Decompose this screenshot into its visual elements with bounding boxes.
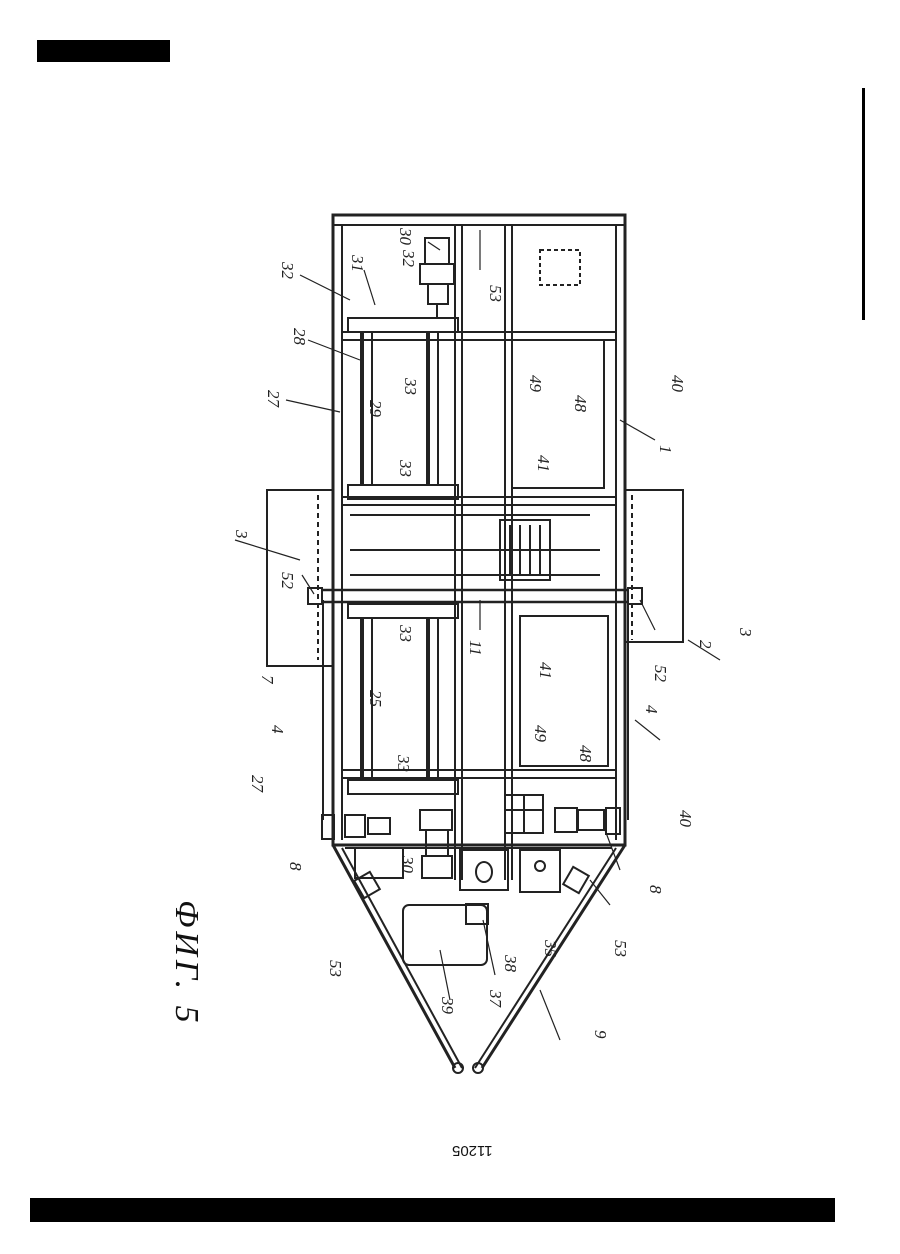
ref-32: 32 <box>399 249 418 268</box>
ref-9: 9 <box>591 1030 610 1039</box>
ref-37: 37 <box>486 989 505 1009</box>
ref-32: 32 <box>278 261 297 280</box>
ref-1: 1 <box>656 445 675 454</box>
ref-8: 8 <box>286 862 305 871</box>
fuel-tank <box>403 905 487 965</box>
wheel-right <box>625 490 683 642</box>
leader-lines <box>235 230 720 1040</box>
ref-40: 40 <box>676 810 695 828</box>
ref-49: 49 <box>526 375 545 393</box>
ref-48: 48 <box>576 745 595 763</box>
ref-40: 40 <box>668 375 687 393</box>
ref-39: 39 <box>438 996 457 1015</box>
ref-35: 35 <box>541 939 560 957</box>
ref-28: 28 <box>290 328 309 346</box>
ref-41: 41 <box>534 455 553 472</box>
ref-29: 29 <box>366 400 385 418</box>
ref-30: 30 <box>396 227 415 246</box>
ref-49: 49 <box>531 725 550 743</box>
ref-41: 41 <box>536 662 555 679</box>
ref-4: 4 <box>268 725 287 734</box>
battery-box <box>355 848 403 878</box>
compartment-upper <box>512 340 604 488</box>
ref-33: 33 <box>396 459 415 477</box>
page-number: 11205 <box>452 1142 493 1159</box>
ref-52: 52 <box>651 665 670 683</box>
ref-33: 33 <box>396 624 415 642</box>
ref-25: 25 <box>366 690 385 707</box>
ref-30: 30 <box>398 855 417 874</box>
ref-53: 53 <box>486 285 505 302</box>
ref-53: 53 <box>326 960 345 977</box>
ref-31: 31 <box>348 254 367 272</box>
ref-4: 4 <box>642 705 661 714</box>
compartment-lower <box>520 616 608 766</box>
jack-right <box>555 808 620 834</box>
ref-27: 27 <box>264 390 283 409</box>
axle <box>308 588 642 604</box>
ref-27: 27 <box>248 775 267 794</box>
hydraulic-lines <box>350 515 600 580</box>
ref-48: 48 <box>571 395 590 413</box>
ref-3: 3 <box>232 529 251 539</box>
ref-8: 8 <box>646 885 665 894</box>
ref-38: 38 <box>501 954 520 973</box>
reference-numerals: 30 32 31 32 28 27 33 29 33 53 49 48 41 4… <box>232 227 755 1039</box>
ref-33: 33 <box>401 377 420 395</box>
pump <box>460 850 508 890</box>
motor-upper <box>420 238 454 318</box>
ref-52: 52 <box>278 572 297 590</box>
figure-caption: ФИГ. 5 <box>167 900 205 1027</box>
ref-3: 3 <box>736 627 755 637</box>
ref-2: 2 <box>696 640 715 649</box>
ref-53: 53 <box>611 940 630 957</box>
clamp-right <box>563 867 589 893</box>
ref-11: 11 <box>466 640 485 656</box>
ref-7: 7 <box>258 675 277 685</box>
ref-33: 33 <box>394 754 413 772</box>
